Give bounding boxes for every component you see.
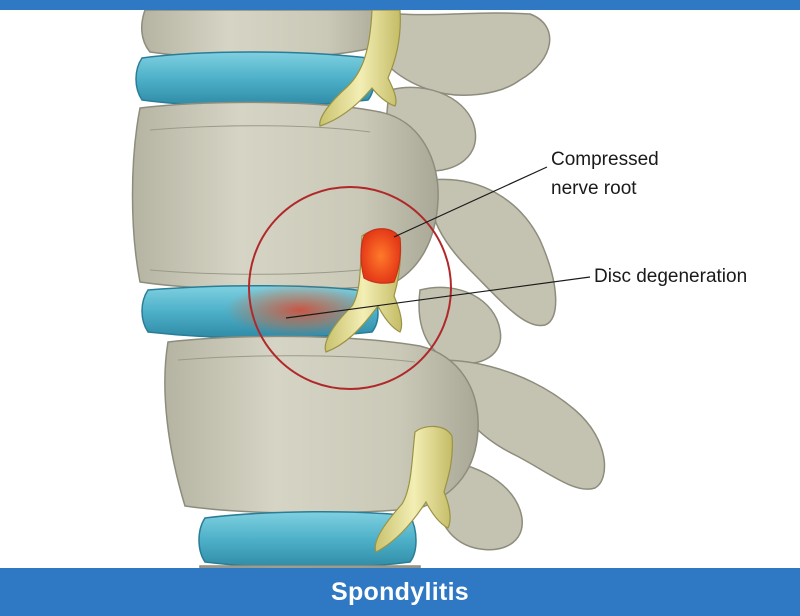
bone-texture [149, 267, 381, 275]
intervertebral-disc-3 [198, 510, 417, 568]
label-disc-degeneration: Disc degeneration [594, 266, 748, 287]
vertebra-3 [164, 335, 479, 514]
highlight-circle [248, 186, 452, 390]
top-banner [0, 0, 800, 10]
page-title: Spondylitis [330, 577, 470, 606]
bone-texture [149, 125, 371, 133]
spine-illustration [131, 10, 606, 568]
label-compressed-nerve-root: Compressed nerve root [551, 145, 659, 203]
title-banner: Spondylitis [0, 568, 800, 616]
bone-texture [177, 355, 416, 363]
label-nerve-line-2: nerve root [551, 178, 637, 199]
vertebra-bottom [199, 565, 421, 568]
vertebra-top [140, 10, 389, 60]
intervertebral-disc-1 [135, 51, 375, 107]
leader-line-nerve [393, 166, 548, 238]
nerve-roots [319, 10, 453, 553]
label-nerve-line-1: Compressed [551, 149, 659, 170]
leader-line-disc [285, 276, 591, 319]
